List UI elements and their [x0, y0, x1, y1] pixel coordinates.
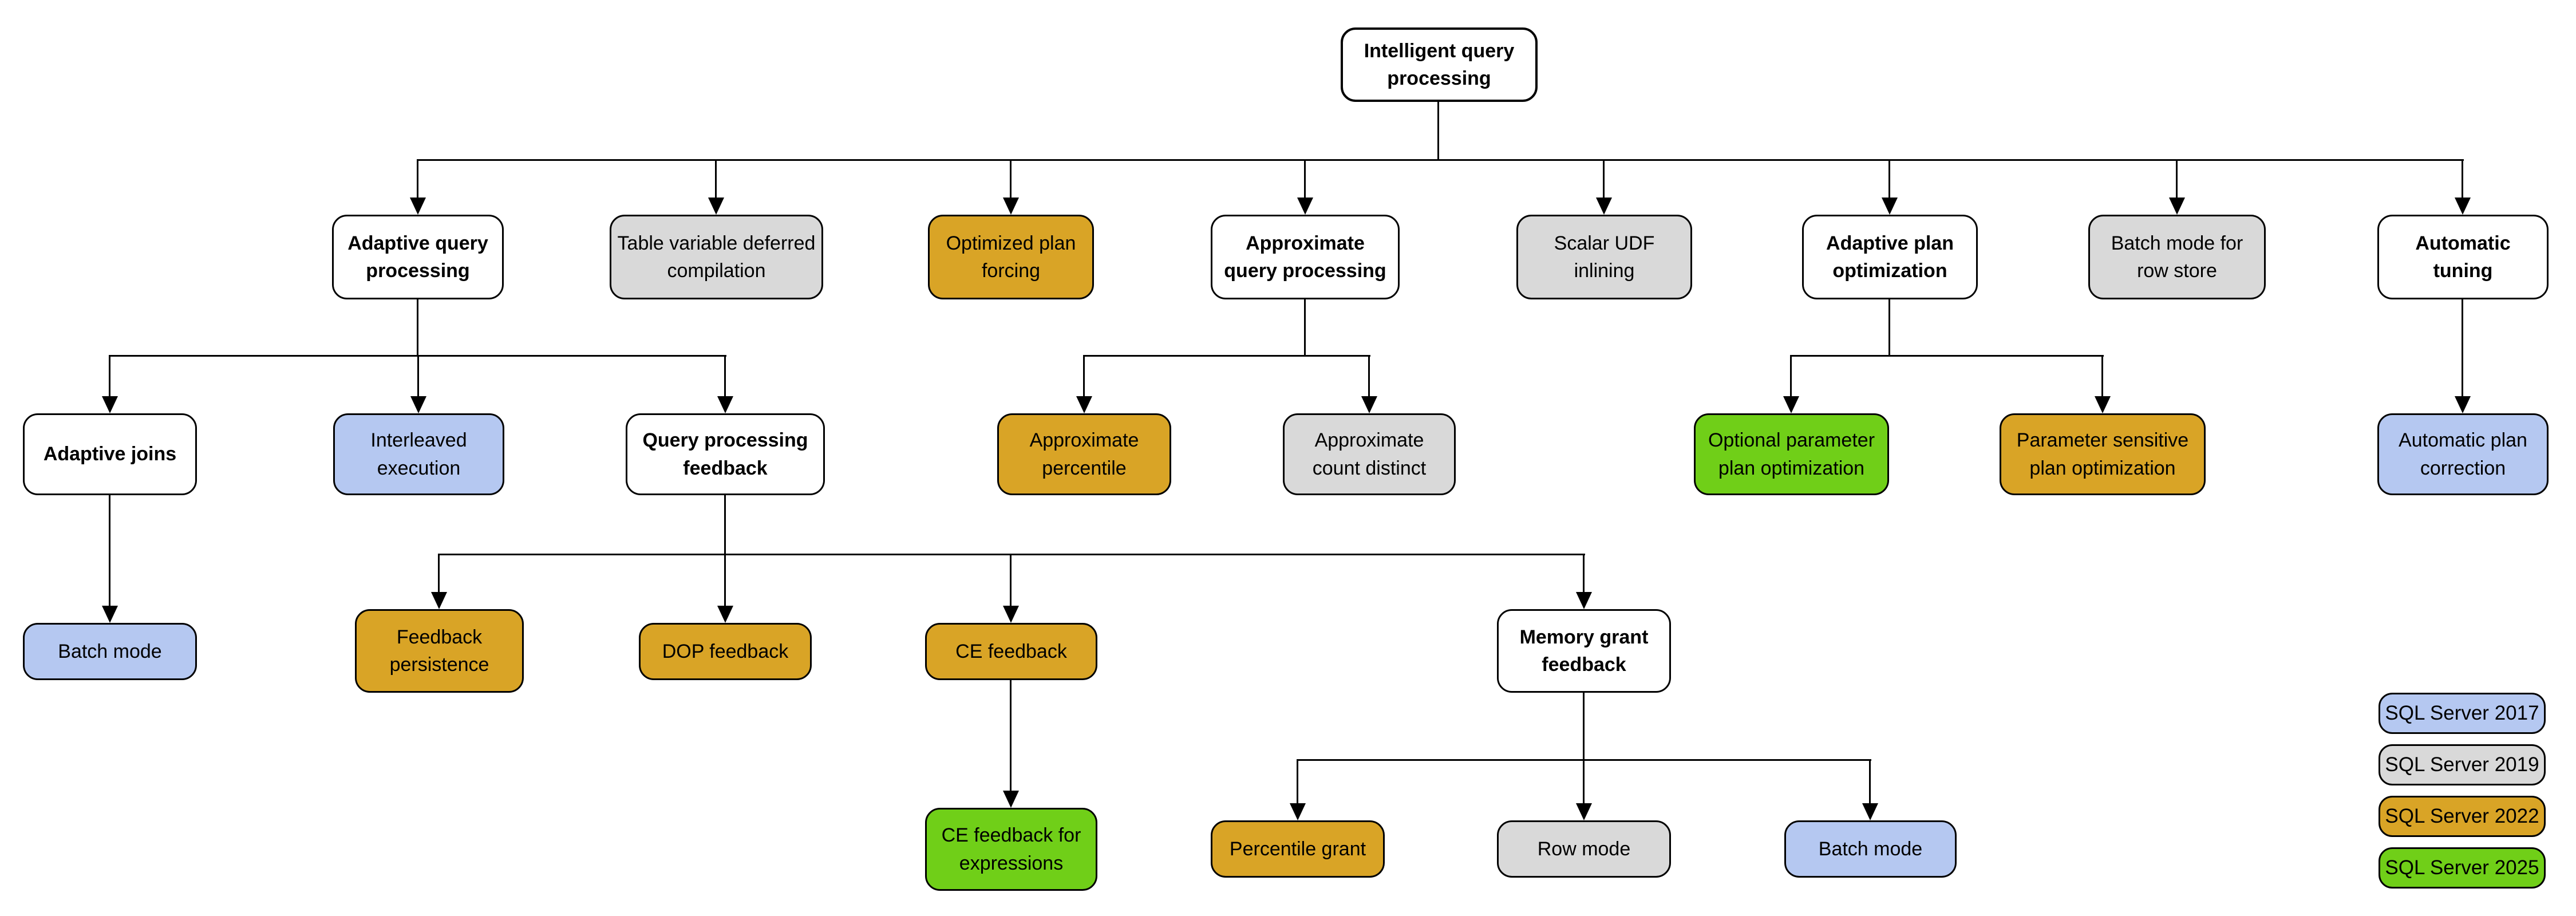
connector-line: [417, 355, 419, 397]
node-intelligent-query-processing: Intelligent query processing: [1341, 27, 1538, 102]
arrowhead-icon: [102, 396, 118, 413]
connector-line: [109, 495, 110, 607]
connector-line: [1083, 355, 1370, 357]
connector-line: [417, 299, 418, 356]
arrowhead-icon: [2095, 396, 2111, 413]
node-automatic-tuning: Automatic tuning: [2377, 215, 2549, 299]
arrowhead-icon: [1576, 803, 1592, 820]
node-parameter-sensitive-plan-optimization: Parameter sensitive plan optimization: [2000, 413, 2206, 495]
arrowhead-icon: [1862, 803, 1878, 820]
legend-sql-server-2022: SQL Server 2022: [2379, 796, 2546, 837]
arrowhead-icon: [1361, 396, 1377, 413]
connector-line: [1790, 355, 2104, 357]
connector-line: [1888, 299, 1890, 356]
connector-line: [2462, 159, 2463, 199]
arrowhead-icon: [1596, 198, 1612, 215]
connector-line: [438, 554, 440, 593]
connector-line: [1888, 159, 1890, 199]
connector-line: [2101, 355, 2103, 397]
node-adaptive-joins: Adaptive joins: [23, 413, 197, 495]
connector-line: [1304, 299, 1306, 356]
node-row-mode: Row mode: [1497, 820, 1671, 878]
node-adaptive-plan-optimization: Adaptive plan optimization: [1802, 215, 1978, 299]
node-approximate-percentile: Approximate percentile: [997, 413, 1171, 495]
node-approximate-query-processing: Approximate query processing: [1211, 215, 1400, 299]
connector-line: [1583, 554, 1585, 593]
node-optimized-plan-forcing: Optimized plan forcing: [928, 215, 1094, 299]
arrowhead-icon: [1576, 592, 1592, 609]
arrowhead-icon: [2455, 198, 2471, 215]
arrowhead-icon: [1003, 198, 1019, 215]
arrowhead-icon: [1003, 606, 1019, 623]
connector-line: [2462, 299, 2463, 397]
node-batch-mode-for-row-store: Batch mode for row store: [2088, 215, 2266, 299]
arrowhead-icon: [410, 396, 426, 413]
node-feedback-persistence: Feedback persistence: [355, 609, 524, 693]
connector-line: [2176, 159, 2178, 199]
node-interleaved-execution: Interleaved execution: [333, 413, 504, 495]
node-query-processing-feedback: Query processing feedback: [626, 413, 825, 495]
node-approximate-count-distinct: Approximate count distinct: [1283, 413, 1456, 495]
connector-line: [724, 355, 726, 397]
arrowhead-icon: [1783, 396, 1799, 413]
arrowhead-icon: [1076, 396, 1092, 413]
connector-line: [1869, 759, 1871, 804]
arrowhead-icon: [717, 396, 733, 413]
connector-line: [417, 159, 2464, 161]
arrowhead-icon: [1882, 198, 1898, 215]
connector-line: [438, 554, 1585, 555]
node-automatic-plan-correction: Automatic plan correction: [2377, 413, 2549, 495]
node-batch-mode-adaptive-joins: Batch mode: [23, 623, 197, 680]
connector-line: [724, 554, 726, 607]
arrowhead-icon: [1297, 198, 1313, 215]
node-batch-mode-memory-grant: Batch mode: [1784, 820, 1957, 878]
node-scalar-udf-inlining: Scalar UDF inlining: [1516, 215, 1692, 299]
connector-line: [715, 159, 717, 199]
connector-line: [1297, 759, 1298, 804]
legend-sql-server-2017: SQL Server 2017: [2379, 693, 2546, 734]
connector-line: [1304, 159, 1306, 199]
connector-line: [1010, 554, 1012, 607]
arrowhead-icon: [2169, 198, 2185, 215]
arrowhead-icon: [102, 606, 118, 623]
arrowhead-icon: [410, 198, 426, 215]
node-percentile-grant: Percentile grant: [1211, 820, 1385, 878]
legend-sql-server-2025: SQL Server 2025: [2379, 847, 2546, 889]
connector-line: [1790, 355, 1792, 397]
connector-line: [109, 355, 110, 397]
connector-line: [1083, 355, 1085, 397]
node-ce-feedback-for-expressions: CE feedback for expressions: [925, 808, 1097, 891]
connector-line: [1583, 759, 1585, 804]
node-adaptive-query-processing: Adaptive query processing: [332, 215, 504, 299]
arrowhead-icon: [1290, 803, 1306, 820]
connector-line: [1010, 159, 1012, 199]
node-dop-feedback: DOP feedback: [639, 623, 812, 680]
node-optional-parameter-plan-optimization: Optional parameter plan optimization: [1694, 413, 1889, 495]
connector-line: [1368, 355, 1370, 397]
legend-sql-server-2019: SQL Server 2019: [2379, 744, 2546, 785]
arrowhead-icon: [431, 592, 447, 609]
arrowhead-icon: [717, 606, 733, 623]
arrowhead-icon: [708, 198, 724, 215]
connector-line: [724, 495, 726, 555]
connector-line: [1437, 102, 1439, 160]
connector-line: [417, 159, 418, 199]
arrowhead-icon: [1003, 791, 1019, 808]
node-memory-grant-feedback: Memory grant feedback: [1497, 609, 1671, 693]
connector-line: [1583, 693, 1585, 760]
arrowhead-icon: [2455, 396, 2471, 413]
connector-line: [1010, 680, 1012, 792]
node-ce-feedback: CE feedback: [925, 623, 1097, 680]
node-table-variable-deferred-compilation: Table variable deferred compilation: [610, 215, 823, 299]
connector-line: [1603, 159, 1605, 199]
